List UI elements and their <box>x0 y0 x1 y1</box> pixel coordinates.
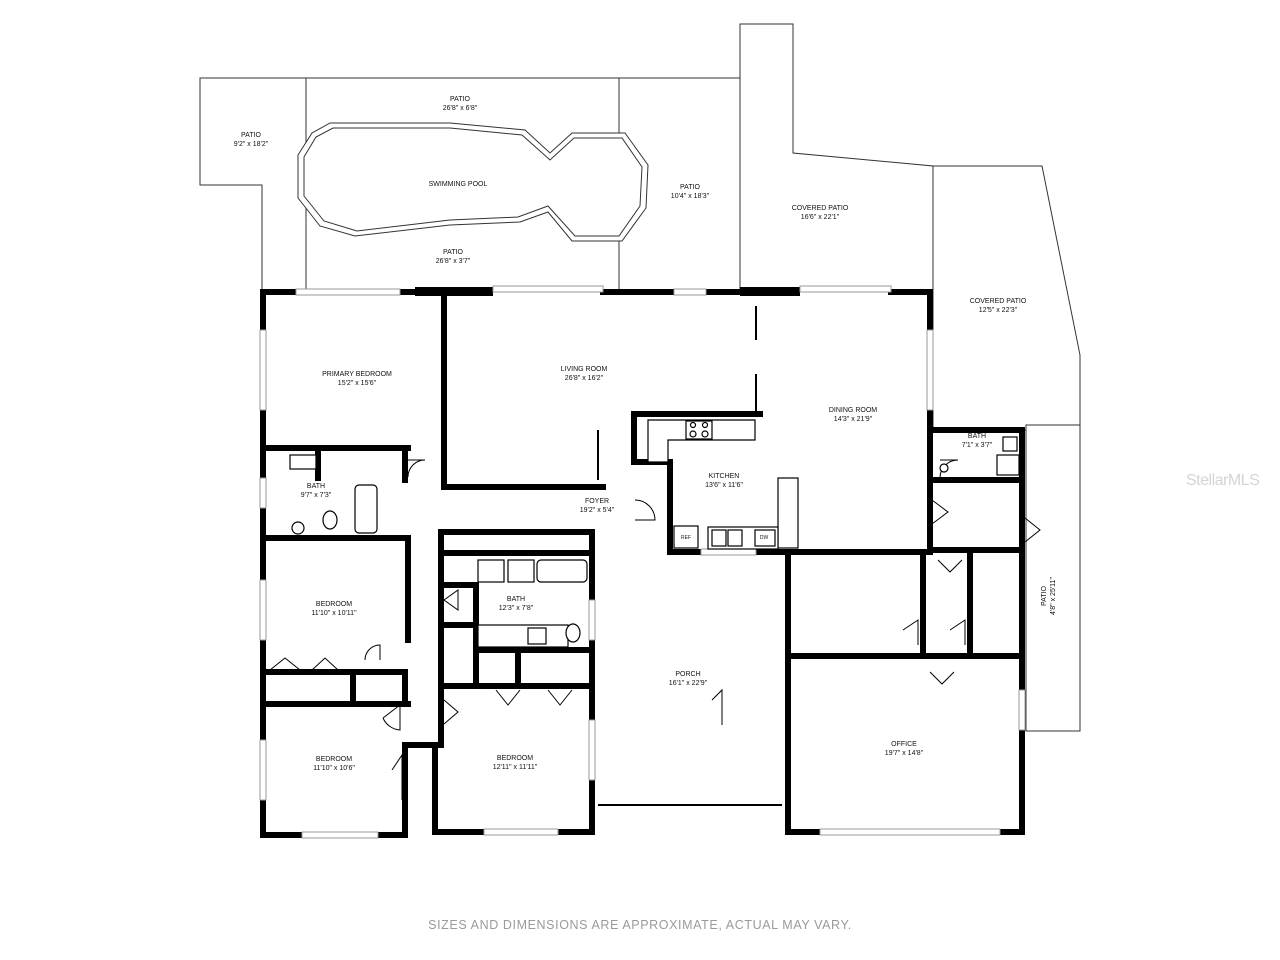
bath-primary-dims: 9'7" x 7'3" <box>301 492 332 499</box>
covered-patio-1-area <box>739 23 934 293</box>
living-room-name: LIVING ROOM <box>561 366 608 373</box>
stellarmls-watermark: StellarMLS <box>1186 472 1260 489</box>
covered-patio-1-dims: 16'6" x 22'1" <box>801 214 840 221</box>
dw-label: DW <box>760 535 769 541</box>
bedroom-1-name: BEDROOM <box>316 601 352 608</box>
office-name: OFFICE <box>891 741 917 748</box>
bath-primary-name: BATH <box>307 483 325 490</box>
patio-side-name: PATIO <box>1041 585 1048 606</box>
patio-right-name: PATIO <box>680 184 701 191</box>
patio-left-area <box>199 77 307 293</box>
covered-patio-2-dims: 12'5" x 22'3" <box>979 307 1018 314</box>
windows <box>259 285 1026 839</box>
patio-right-dims: 10'4" x 18'3" <box>671 193 710 200</box>
bath-hall-name: BATH <box>507 596 525 603</box>
porch-name: PORCH <box>675 671 700 678</box>
primary-bedroom-name: PRIMARY BEDROOM <box>322 371 392 378</box>
bath-hall-dims: 12'3" x 7'8" <box>499 605 534 612</box>
foyer-dims: 19'2" x 5'4" <box>580 507 615 514</box>
dining-room-dims: 14'3" x 21'9" <box>834 416 873 423</box>
patio-top-dims: 26'8" x 6'8" <box>443 105 478 112</box>
bedroom-1-dims: 11'10" x 10'11" <box>311 610 357 617</box>
dining-room-name: DINING ROOM <box>829 407 877 414</box>
fixtures <box>289 419 1020 648</box>
kitchen-name: KITCHEN <box>709 473 740 480</box>
doors <box>269 459 1041 800</box>
primary-bedroom-dims: 15'2" x 15'6" <box>338 380 377 387</box>
bedroom-2-name: BEDROOM <box>316 756 352 763</box>
patio-side-dims: 4'8" x 25'11" <box>1050 577 1057 615</box>
swimming-pool-name: SWIMMING POOL <box>429 181 488 188</box>
patio-pool-bottom-name: PATIO <box>443 249 464 256</box>
patio-left-dims: 9'2" x 18'2" <box>234 141 269 148</box>
outdoor-areas <box>199 23 1081 732</box>
covered-patio-1-name: COVERED PATIO <box>792 205 849 212</box>
swimming-pool-inner <box>303 127 643 237</box>
patio-side-area <box>1025 424 1081 732</box>
patio-top-name: PATIO <box>450 96 471 103</box>
bedroom-3-name: BEDROOM <box>497 755 533 762</box>
room-labels: PATIO 9'2" x 18'2" PATIO 26'8" x 6'8" SW… <box>234 96 1057 772</box>
kitchen-dims: 13'6" x 11'6" <box>705 482 743 489</box>
bath-small-dims: 7'1" x 3'7" <box>962 442 993 449</box>
patio-pool-bottom-dims: 26'8" x 3'7" <box>436 258 471 265</box>
bath-small-name: BATH <box>968 433 986 440</box>
patio-left-name: PATIO <box>241 132 262 139</box>
living-room-dims: 26'8" x 16'2" <box>565 375 604 382</box>
office-dims: 19'7" x 14'8" <box>885 750 924 757</box>
foyer-name: FOYER <box>585 498 609 505</box>
ref-label: REF <box>681 535 691 541</box>
covered-patio-2-name: COVERED PATIO <box>970 298 1027 305</box>
swimming-pool <box>297 122 649 242</box>
disclaimer-footer: SIZES AND DIMENSIONS ARE APPROXIMATE, AC… <box>428 918 852 932</box>
bedroom-3-dims: 12'11" x 11'11" <box>493 764 538 771</box>
porch-dims: 16'1" x 22'9" <box>669 680 708 687</box>
bedroom-2-dims: 11'10" x 10'6" <box>313 765 355 772</box>
